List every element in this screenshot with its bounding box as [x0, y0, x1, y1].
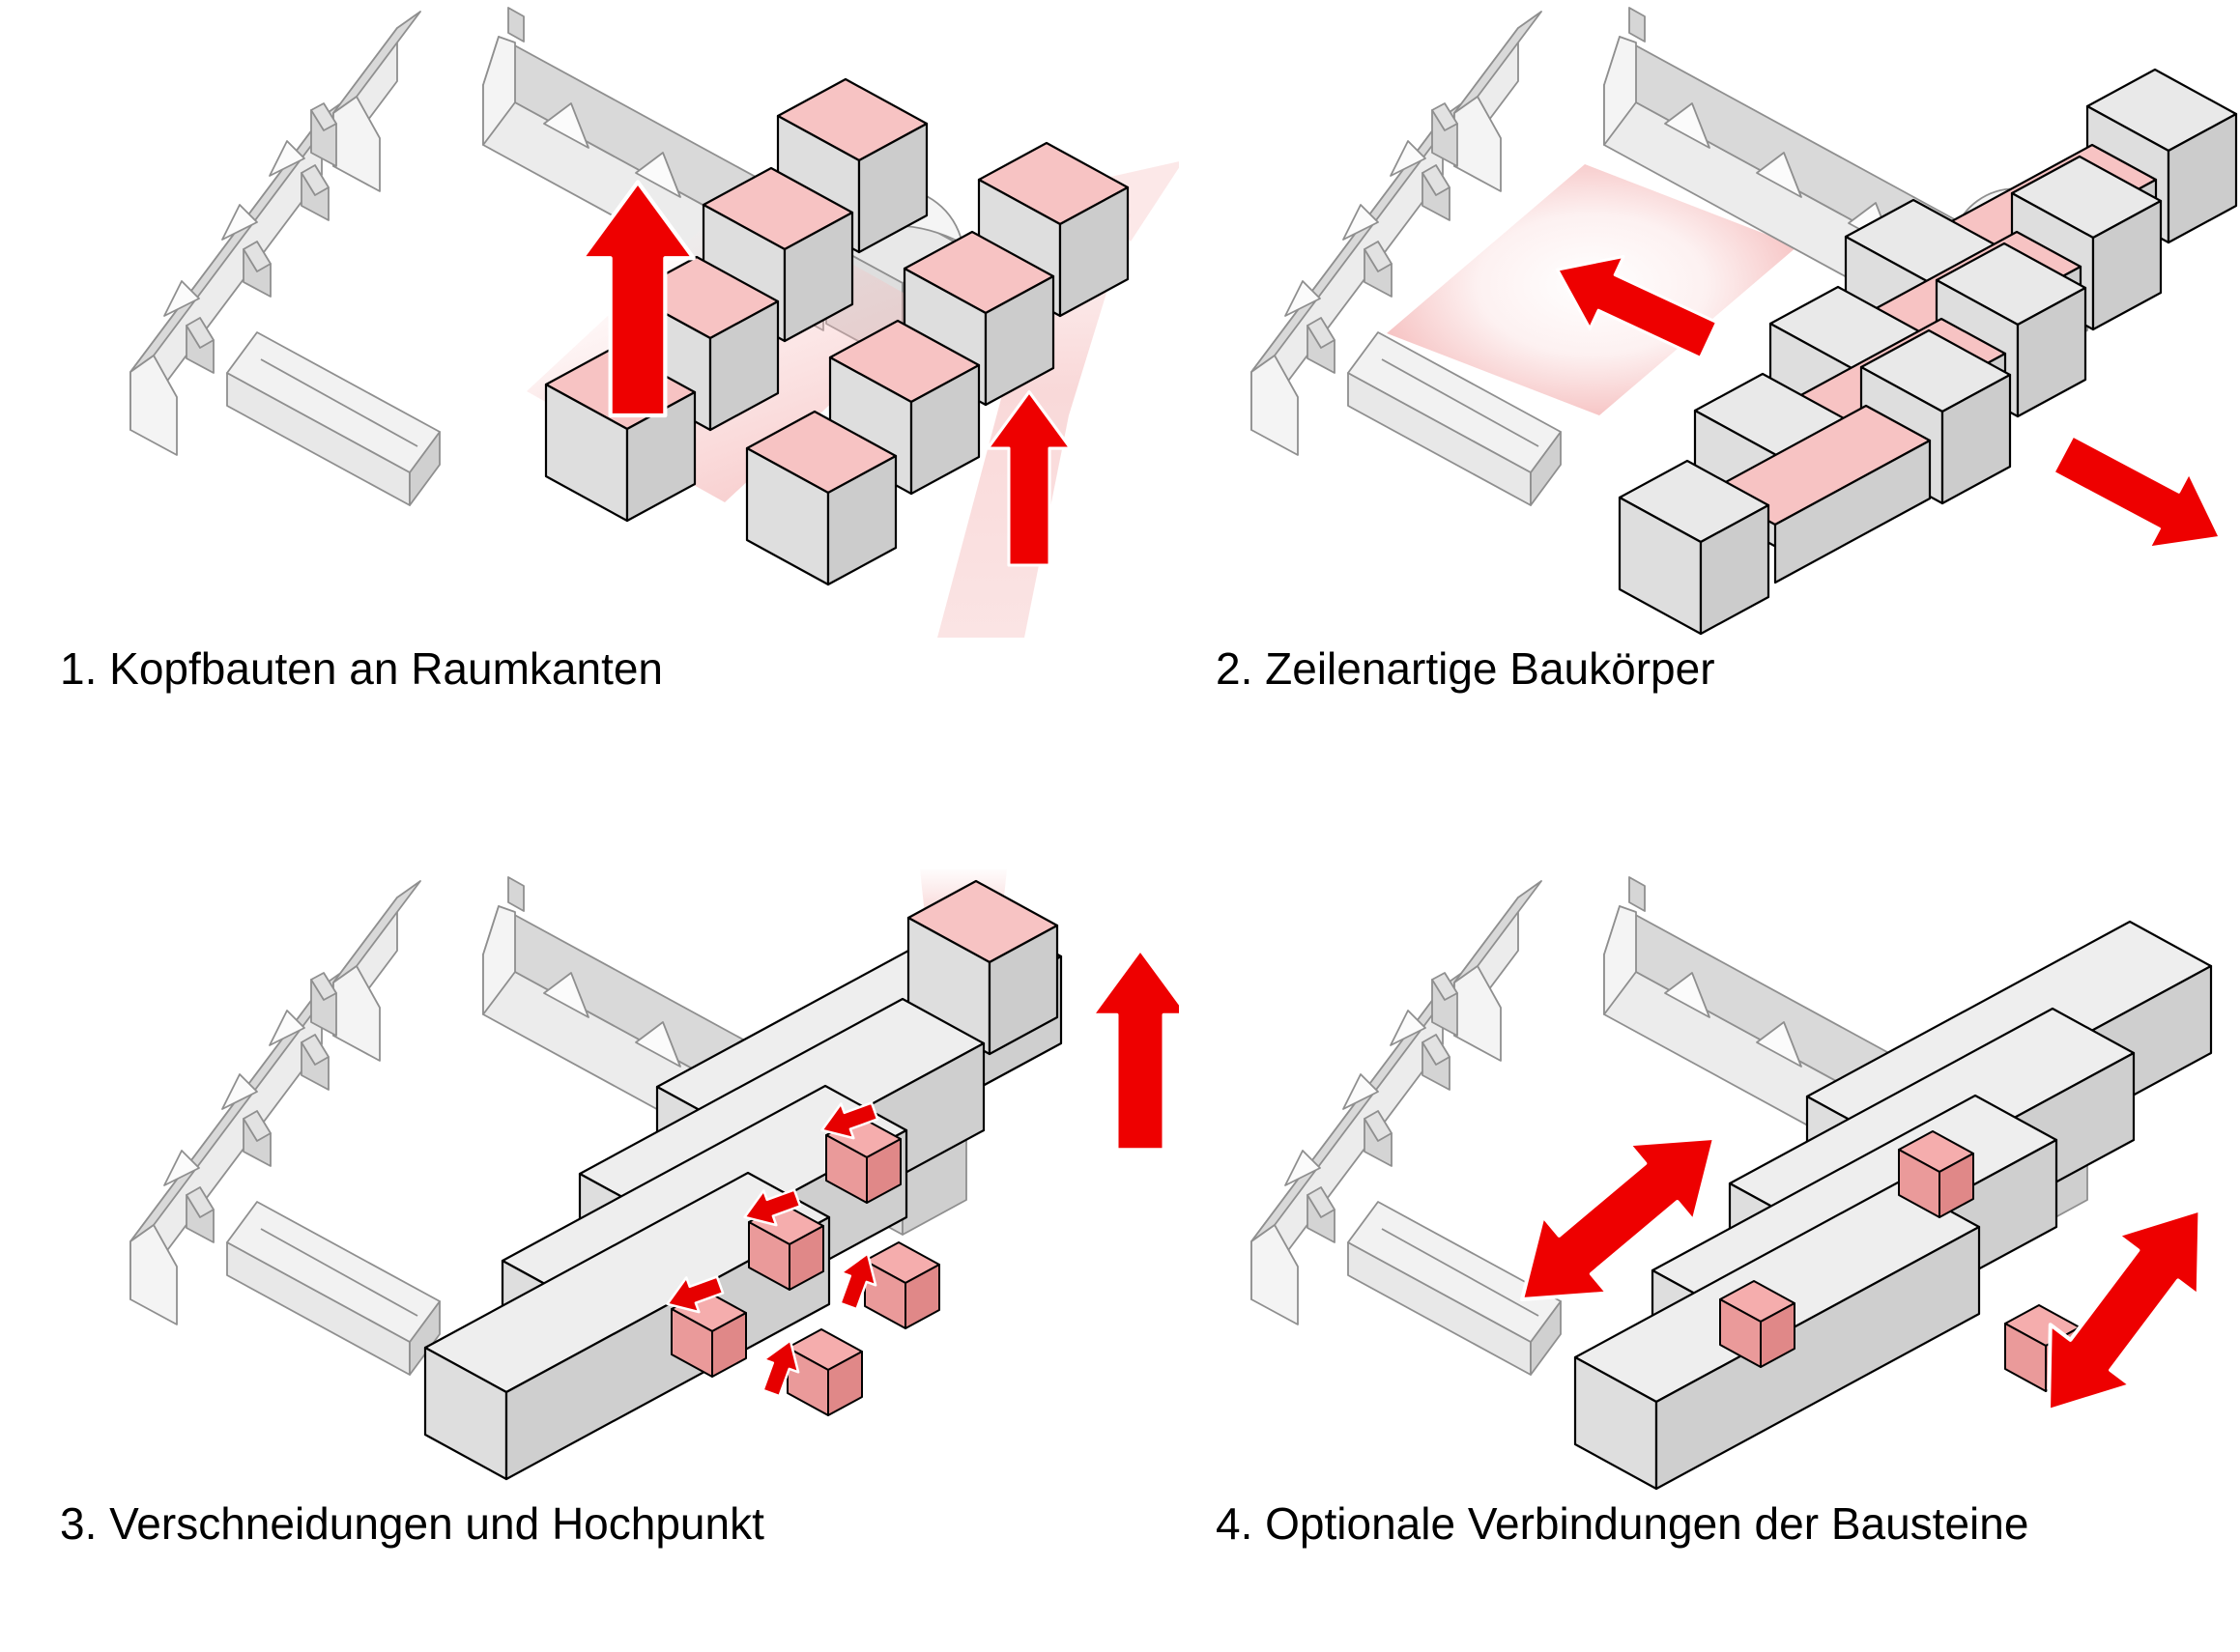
- panel-caption-2: 2. Zeilenartige Baukörper: [1216, 643, 1715, 694]
- courtyard-left-arrow: [1538, 232, 1727, 378]
- highrise-up-arrow: [1090, 948, 1179, 1152]
- diagram-zeilen: [1250, 7, 2240, 671]
- new-head-buildings: [544, 77, 1130, 586]
- new-block-buildings: [1573, 920, 2213, 1491]
- connection-double-arrow-right: [2006, 1178, 2240, 1443]
- panel-caption-3: 3. Verschneidungen und Hochpunkt: [60, 1498, 764, 1549]
- diagram-kopfbauten: [129, 7, 1179, 638]
- intersection-arrows: [659, 1092, 886, 1401]
- connection-wedges: [1719, 1130, 2081, 1392]
- street-up-arrow: [986, 390, 1073, 567]
- context-buildings: [129, 876, 967, 1376]
- context-buildings: [129, 7, 967, 506]
- street-highlight-band: [937, 161, 1179, 638]
- highrise-tower: [906, 879, 1059, 1056]
- diagram-verbindungen: [1250, 876, 2240, 1491]
- panel-caption-1: 1. Kopfbauten an Raumkanten: [60, 643, 664, 694]
- panel-caption-4: 4. Optionale Verbindungen der Bausteine: [1216, 1498, 2029, 1549]
- courtyard-up-arrow: [582, 183, 694, 415]
- intersection-wedges: [671, 1116, 940, 1416]
- context-buildings: [1250, 7, 2088, 506]
- new-row-buildings: [1620, 70, 2236, 634]
- courtyard-highlight: [1387, 164, 1797, 415]
- highrise-light-beam: [920, 869, 1007, 942]
- street-right-arrow: [2041, 414, 2240, 577]
- new-block-buildings: [423, 879, 1063, 1481]
- connection-double-arrow-left: [1487, 1097, 1749, 1340]
- diagram-verschneidungen: [129, 869, 1179, 1481]
- courtyard-highlight: [527, 198, 933, 502]
- context-buildings: [1250, 876, 2088, 1376]
